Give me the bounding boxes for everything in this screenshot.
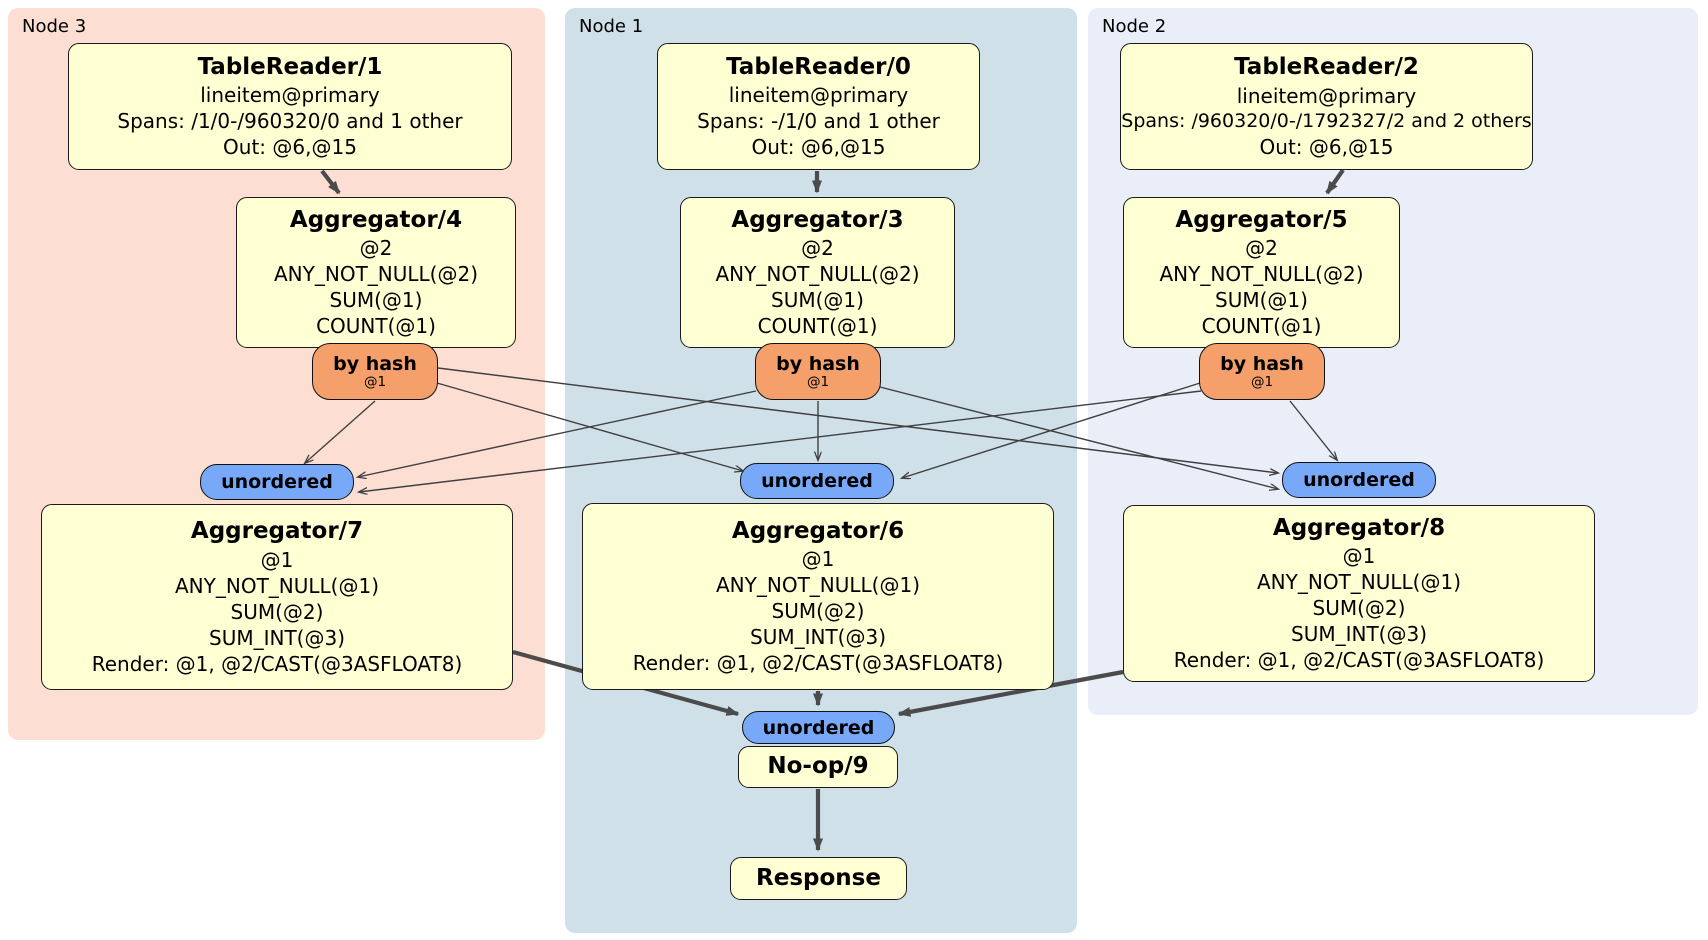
processor-detail: SUM(@2) — [1312, 596, 1406, 621]
router-key: @1 — [1250, 374, 1274, 391]
processor-detail: @1 — [1342, 544, 1376, 569]
processor-title: Aggregator/8 — [1272, 514, 1446, 541]
node3-region-label: Node 3 — [22, 16, 87, 37]
processor-title: Aggregator/7 — [190, 518, 364, 545]
processor-noop-9: No-op/9 — [738, 746, 898, 788]
processor-detail: ANY_NOT_NULL(@2) — [715, 262, 920, 287]
sync-label: unordered — [1303, 469, 1415, 491]
hash-router-node3: by hash @1 — [312, 343, 438, 400]
processor-detail: @2 — [801, 236, 834, 261]
edge-hash2-sync2 — [1289, 400, 1337, 460]
processor-detail: SUM(@2) — [771, 599, 865, 624]
processor-detail: lineitem@primary — [200, 83, 380, 108]
processor-detail: Out: @6,@15 — [223, 135, 357, 160]
processor-detail: @1 — [801, 547, 835, 572]
processor-title: TableReader/1 — [197, 53, 383, 80]
processor-tablereader-0: TableReader/0 lineitem@primary Spans: -/… — [657, 43, 980, 170]
processor-detail: COUNT(@1) — [1201, 314, 1322, 339]
edge-hash1-sync2 — [879, 386, 1278, 489]
router-label: by hash — [776, 352, 860, 375]
processor-detail: Out: @6,@15 — [751, 135, 886, 160]
sync-unordered-node1: unordered — [740, 463, 894, 499]
processor-detail: SUM_INT(@3) — [209, 625, 345, 650]
processor-detail: ANY_NOT_NULL(@2) — [1159, 262, 1364, 287]
processor-detail: Render: @1, @2/CAST(@3ASFLOAT8) — [91, 651, 463, 676]
hash-router-node2: by hash @1 — [1199, 343, 1325, 400]
hash-router-node1: by hash @1 — [755, 343, 881, 400]
processor-detail: Spans: /960320/0-/1792327/2 and 2 others — [1121, 110, 1532, 133]
edge-hash2-sync1 — [902, 382, 1201, 478]
edge-tablereader1-aggregator4 — [320, 169, 341, 195]
processor-detail: @2 — [1245, 236, 1278, 261]
sync-unordered-final: unordered — [742, 711, 895, 744]
processor-detail: ANY_NOT_NULL(@2) — [274, 262, 478, 287]
processor-detail: COUNT(@1) — [757, 314, 878, 339]
processor-tablereader-1: TableReader/1 lineitem@primary Spans: /1… — [68, 43, 512, 170]
processor-title: Aggregator/3 — [731, 206, 904, 233]
processor-title: Aggregator/6 — [731, 517, 905, 544]
processor-aggregator-8: Aggregator/8 @1 ANY_NOT_NULL(@1) SUM(@2)… — [1123, 505, 1595, 682]
router-key: @1 — [806, 374, 830, 391]
router-label: by hash — [1220, 352, 1304, 375]
router-key: @1 — [363, 374, 387, 391]
processor-detail: Render: @1, @2/CAST(@3ASFLOAT8) — [632, 651, 1004, 676]
processor-title: Aggregator/4 — [289, 206, 463, 233]
node2-region-label: Node 2 — [1102, 16, 1167, 37]
processor-detail: SUM(@1) — [329, 288, 423, 313]
processor-detail: ANY_NOT_NULL(@1) — [175, 573, 379, 598]
processor-detail: ANY_NOT_NULL(@1) — [716, 573, 920, 598]
sync-label: unordered — [761, 470, 873, 492]
sync-label: unordered — [221, 471, 333, 493]
processor-aggregator-6: Aggregator/6 @1 ANY_NOT_NULL(@1) SUM(@2)… — [582, 503, 1054, 690]
hash-router-edges — [305, 367, 1337, 492]
processor-detail: @2 — [359, 236, 393, 261]
processor-detail: Spans: -/1/0 and 1 other — [697, 109, 940, 134]
sync-unordered-node3: unordered — [200, 464, 354, 500]
processor-title: Response — [756, 864, 881, 891]
processor-detail: Render: @1, @2/CAST(@3ASFLOAT8) — [1173, 648, 1545, 673]
sync-label: unordered — [762, 716, 875, 739]
processor-aggregator-5: Aggregator/5 @2 ANY_NOT_NULL(@2) SUM(@1)… — [1123, 197, 1400, 348]
edge-hash1-sync3 — [358, 390, 757, 477]
processor-aggregator-7: Aggregator/7 @1 ANY_NOT_NULL(@1) SUM(@2)… — [41, 504, 513, 690]
processor-detail: SUM(@2) — [230, 599, 324, 624]
processor-detail: ANY_NOT_NULL(@1) — [1257, 570, 1461, 595]
router-label: by hash — [333, 352, 417, 375]
processor-detail: SUM_INT(@3) — [1291, 622, 1427, 647]
processor-detail: COUNT(@1) — [316, 314, 436, 339]
edge-tablereader2-aggregator5 — [1325, 168, 1345, 195]
processor-aggregator-3: Aggregator/3 @2 ANY_NOT_NULL(@2) SUM(@1)… — [680, 197, 955, 348]
processor-detail: lineitem@primary — [728, 83, 909, 108]
processor-detail: SUM_INT(@3) — [750, 625, 886, 650]
processor-detail: Out: @6,@15 — [1259, 134, 1394, 159]
processor-detail: SUM(@1) — [1215, 288, 1308, 313]
processor-tablereader-2: TableReader/2 lineitem@primary Spans: /9… — [1120, 43, 1533, 170]
processor-detail: SUM(@1) — [771, 288, 864, 313]
sync-unordered-node2: unordered — [1282, 462, 1436, 498]
processor-title: TableReader/2 — [1234, 54, 1419, 81]
processor-aggregator-4: Aggregator/4 @2 ANY_NOT_NULL(@2) SUM(@1)… — [236, 197, 516, 348]
edge-hash3-sync2 — [437, 367, 1278, 473]
processor-detail: Spans: /1/0-/960320/0 and 1 other — [117, 109, 463, 134]
node1-region-label: Node 1 — [579, 16, 644, 37]
edge-aggregator8-final-sync — [897, 669, 1124, 717]
processor-detail: @1 — [260, 547, 294, 572]
processor-detail: lineitem@primary — [1236, 84, 1417, 109]
processor-response: Response — [730, 857, 907, 900]
processor-title: No-op/9 — [767, 753, 869, 780]
edge-hash2-sync3 — [359, 390, 1202, 492]
processor-title: TableReader/0 — [726, 53, 911, 80]
processor-title: Aggregator/5 — [1175, 206, 1348, 233]
edge-hash3-sync3 — [305, 400, 376, 463]
